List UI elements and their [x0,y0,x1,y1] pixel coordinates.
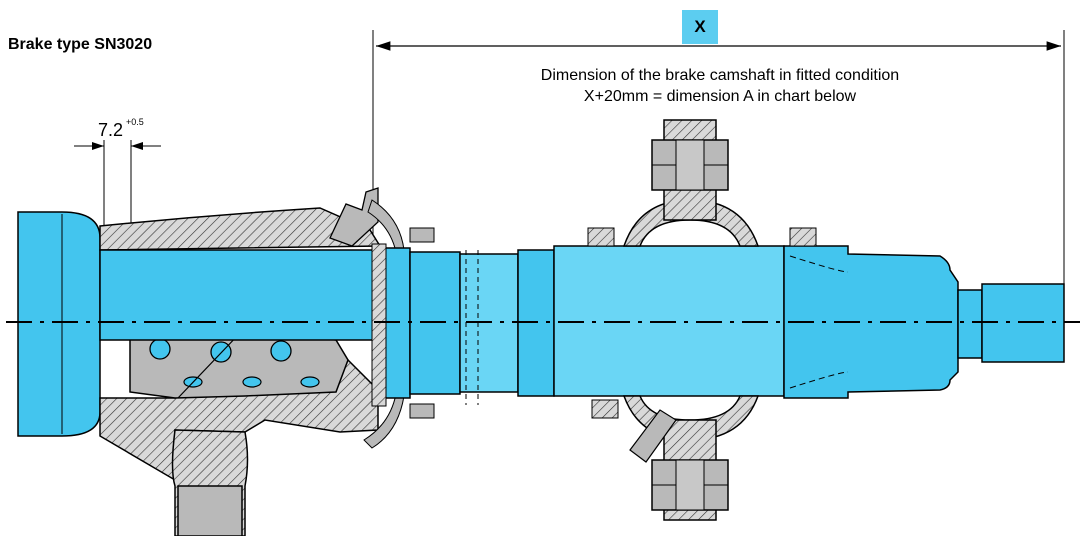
bottom-bolt [629,409,729,521]
top-bolt [651,119,729,221]
bushing-insert [129,329,349,399]
dimension-label: 7.2+0.5 [98,117,144,141]
left-hub [17,211,101,437]
dimension-caption: Dimension of the brake camshaft in fitte… [440,65,1000,107]
dimension-value: 7.2 [98,120,124,140]
grease-nipple [329,187,405,449]
caption-line-2: X+20mm = dimension A in chart below [583,88,857,105]
page-title: Brake type SN3020 [8,36,153,53]
spacer-ring [371,227,435,419]
dimension-line-x [372,30,1065,290]
caption-line-1: Dimension of the brake camshaft in fitte… [540,67,900,84]
dimension-tolerance: +0.5 [126,117,144,127]
dimension-x-badge: X [682,10,718,44]
